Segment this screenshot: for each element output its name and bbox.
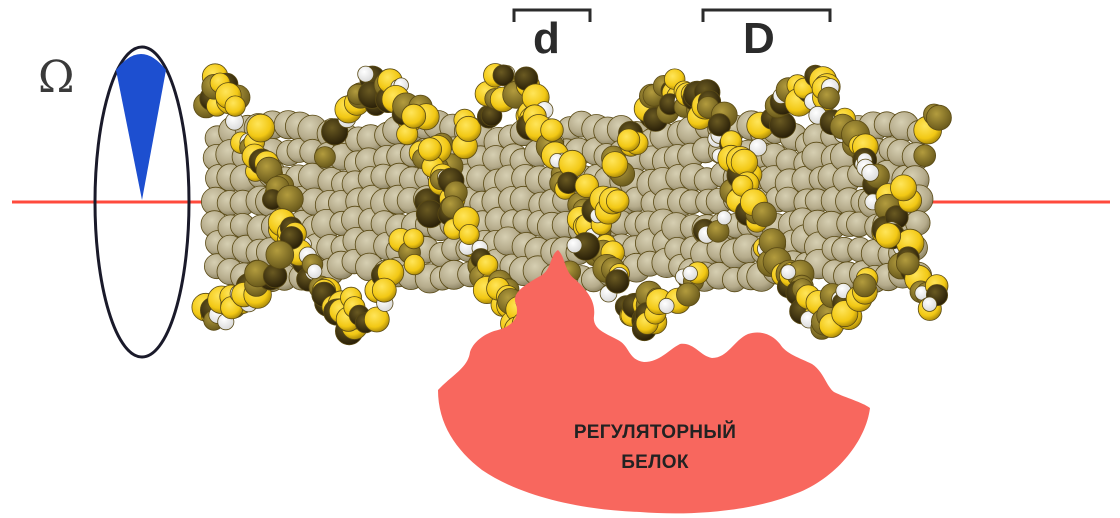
backbone-atom-strand-2 <box>781 265 796 280</box>
backbone-atom-strand-1 <box>541 119 564 142</box>
backbone-atom-strand-1 <box>225 96 245 116</box>
backbone-atom-strand-1 <box>404 254 424 274</box>
backbone-atom-strand-1 <box>922 297 936 311</box>
backbone-atom-strand-1 <box>818 87 840 109</box>
minor-groove-label: d <box>533 14 560 64</box>
backbone-atom-strand-1 <box>372 278 396 302</box>
backbone-atom-strand-2 <box>402 104 426 128</box>
backbone-atom-strand-1 <box>404 229 424 249</box>
protein-label-line2: БЕЛОК <box>530 448 780 478</box>
protein-label-line1: РЕГУЛЯТОРНЫЙ <box>530 418 780 448</box>
backbone-atom-strand-2 <box>602 152 628 178</box>
backbone-atom-strand-1 <box>862 164 879 181</box>
backbone-atom-strand-2 <box>926 105 951 130</box>
backbone-atom-strand-2 <box>876 223 901 248</box>
rotation-wedge <box>116 54 166 200</box>
backbone-atom-strand-1 <box>659 298 674 313</box>
backbone-atom-strand-2 <box>358 66 374 82</box>
backbone-atom-strand-2 <box>314 147 335 168</box>
backbone-atom-strand-2 <box>752 202 776 226</box>
backbone-atom-strand-2 <box>617 129 639 151</box>
omega-label: Ω <box>38 52 74 103</box>
backbone-atom-strand-1 <box>717 211 731 225</box>
backbone-atom-strand-1 <box>896 252 919 275</box>
backbone-atom-strand-2 <box>853 274 876 297</box>
protein-label: РЕГУЛЯТОРНЫЙ БЕЛОК <box>530 418 780 478</box>
backbone-atom-strand-2 <box>266 241 294 269</box>
backbone-atom-strand-2 <box>567 238 582 253</box>
backbone-atom-strand-1 <box>606 270 630 294</box>
backbone-atom-strand-1 <box>683 266 698 281</box>
backbone-atom-strand-2 <box>418 138 441 161</box>
backbone-atom-strand-2 <box>731 149 757 175</box>
backbone-atom-strand-2 <box>914 145 936 167</box>
major-groove-label: D <box>743 14 775 64</box>
backbone-atom-strand-1 <box>277 186 304 213</box>
backbone-atom-strand-1 <box>456 116 481 141</box>
backbone-atom-strand-2 <box>606 190 629 213</box>
backbone-atom-strand-1 <box>307 264 322 279</box>
backbone-atom-strand-1 <box>677 283 700 306</box>
backbone-atom-strand-2 <box>891 175 917 201</box>
backbone-atom-strand-1 <box>247 114 275 142</box>
